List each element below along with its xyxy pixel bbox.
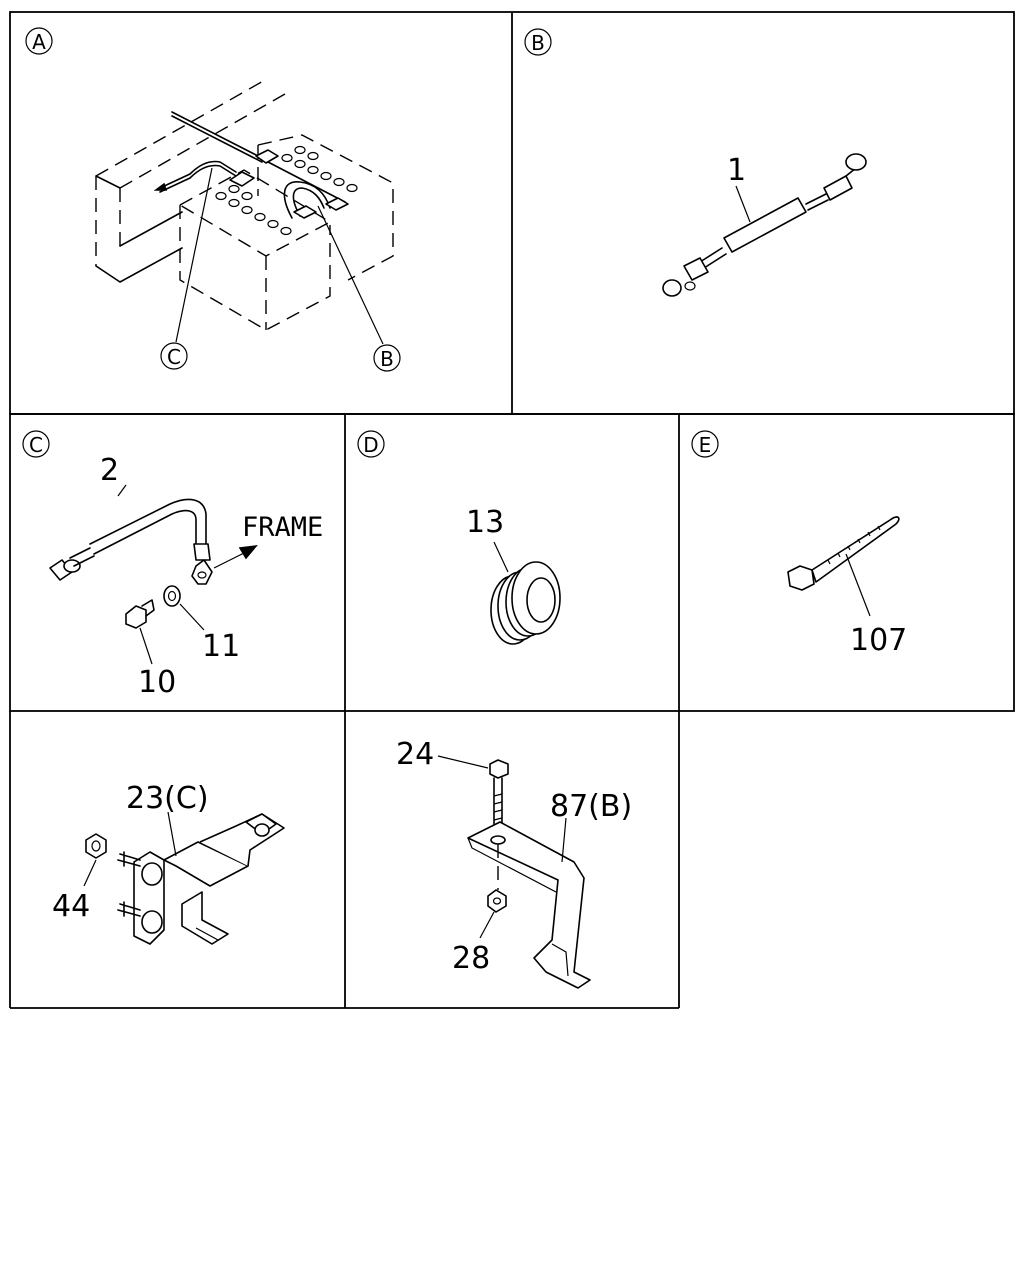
- part-13-label: 13: [466, 505, 504, 540]
- part-107-label: 107: [850, 623, 907, 658]
- bolts-23c: [117, 851, 141, 917]
- panel-d-label: D: [363, 433, 378, 457]
- panel-c-label: C: [29, 433, 43, 457]
- washer-11: [163, 585, 181, 607]
- frame-rail: [95, 79, 286, 283]
- part-23c-label: 23(C): [126, 781, 209, 816]
- battery-cable-1: [662, 153, 867, 297]
- ground-cable-2: [49, 498, 213, 585]
- part-24-label: 24: [396, 737, 434, 772]
- panel-c: C FRAME 2 11 10: [22, 430, 323, 700]
- grommet-13: [490, 561, 561, 645]
- battery-cables: [153, 111, 349, 219]
- frame-text: FRAME: [242, 512, 323, 543]
- panel-grid: [9, 11, 1015, 1009]
- part-28-label: 28: [452, 941, 490, 976]
- panel-d: D 13: [357, 430, 561, 645]
- part-11-label: 11: [202, 629, 240, 664]
- bracket-87b: [467, 821, 591, 989]
- bolt-10: [125, 599, 155, 629]
- part-10-label: 10: [138, 665, 176, 700]
- nut-44: [85, 833, 107, 859]
- nut-28: [487, 889, 507, 913]
- callout-c: C: [167, 345, 181, 369]
- part-1-label: 1: [727, 153, 746, 188]
- panel-f: 23(C) 44: [52, 781, 285, 945]
- panel-b-label: B: [531, 31, 545, 55]
- callout-b: B: [380, 347, 394, 371]
- bracket-23c: [133, 813, 285, 945]
- rear-battery: [257, 134, 394, 281]
- panel-a: A: [25, 27, 401, 372]
- part-2-label: 2: [100, 453, 119, 488]
- part-44-label: 44: [52, 889, 90, 924]
- panel-e-label: E: [699, 433, 712, 457]
- part-87b-label: 87(B): [550, 789, 632, 824]
- panel-e: E 107: [691, 430, 907, 658]
- cable-tie-107: [787, 516, 900, 591]
- panel-a-label: A: [32, 30, 46, 54]
- front-battery: [178, 169, 332, 331]
- bolt-24: [489, 759, 509, 825]
- panel-g: 24 87(B) 28: [396, 737, 632, 989]
- panel-b: B 1: [524, 28, 867, 297]
